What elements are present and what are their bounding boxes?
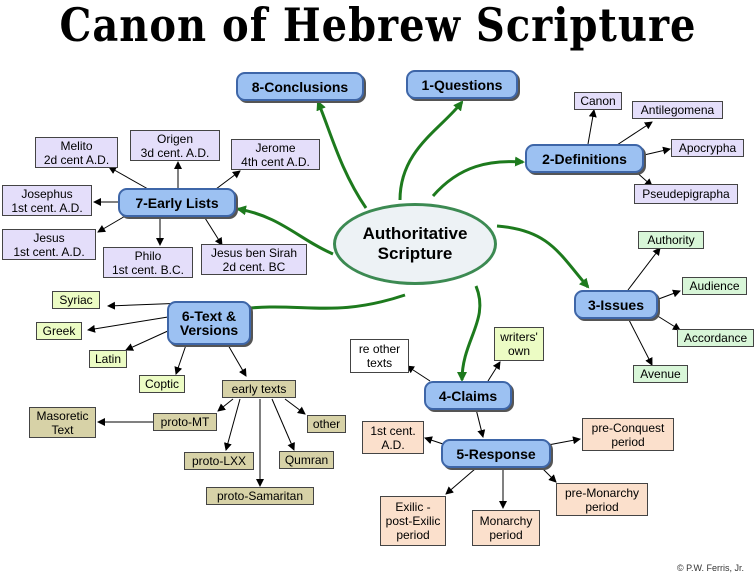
claim-other-texts[interactable]: re other texts [350, 339, 409, 373]
early-texts[interactable]: early texts [222, 380, 296, 398]
list-josephus[interactable]: Josephus 1st cent. A.D. [2, 185, 92, 216]
issue-accordance[interactable]: Accordance [677, 329, 754, 347]
definition-canon[interactable]: Canon [574, 92, 622, 110]
definition-pseudepigrapha[interactable]: Pseudepigrapha [634, 184, 738, 204]
questions-node[interactable]: 1-Questions [406, 70, 518, 99]
response-node[interactable]: 5-Response [441, 439, 551, 468]
definition-antilegomena[interactable]: Antilegomena [632, 101, 723, 119]
list-origen[interactable]: Origen 3d cent. A.D. [130, 130, 220, 161]
issue-avenue[interactable]: Avenue [633, 365, 688, 383]
issues-node[interactable]: 3-Issues [574, 290, 658, 319]
central-concept-node[interactable]: Authoritative Scripture [333, 203, 497, 285]
claims-node[interactable]: 4-Claims [424, 381, 512, 410]
response-exilic[interactable]: Exilic - post-Exilic period [380, 496, 446, 546]
list-jerome[interactable]: Jerome 4th cent A.D. [231, 139, 320, 170]
version-coptic[interactable]: Coptic [139, 375, 185, 393]
definitions-node[interactable]: 2-Definitions [525, 144, 644, 173]
list-philo[interactable]: Philo 1st cent. B.C. [103, 247, 193, 278]
text-other[interactable]: other [307, 415, 346, 433]
text-versions-node[interactable]: 6-Text & Versions [167, 301, 251, 345]
issue-audience[interactable]: Audience [682, 277, 747, 295]
definition-apocrypha[interactable]: Apocrypha [671, 139, 744, 157]
text-proto-samaritan[interactable]: proto-Samaritan [206, 487, 314, 505]
version-latin[interactable]: Latin [89, 350, 127, 368]
response-1st-cent[interactable]: 1st cent. A.D. [362, 421, 424, 454]
diagram-title: Canon of Hebrew Scripture [59, 0, 697, 53]
version-greek[interactable]: Greek [36, 322, 82, 340]
list-melito[interactable]: Melito 2d cent A.D. [35, 137, 118, 168]
author-credit: © P.W. Ferris, Jr. [677, 563, 744, 573]
response-pre-monarchy[interactable]: pre-Monarchy period [556, 483, 648, 516]
text-proto-lxx[interactable]: proto-LXX [184, 452, 254, 470]
text-masoretic[interactable]: Masoretic Text [29, 407, 96, 438]
version-syriac[interactable]: Syriac [52, 291, 100, 309]
text-qumran[interactable]: Qumran [279, 451, 334, 469]
list-ben-sirah[interactable]: Jesus ben Sirah 2d cent. BC [201, 244, 307, 275]
response-pre-conquest[interactable]: pre-Conquest period [582, 418, 674, 451]
issue-authority[interactable]: Authority [638, 231, 704, 249]
claim-writers-own[interactable]: writers' own [494, 327, 544, 361]
response-monarchy[interactable]: Monarchy period [472, 510, 540, 546]
early-lists-node[interactable]: 7-Early Lists [118, 188, 236, 217]
conclusions-node[interactable]: 8-Conclusions [236, 72, 364, 101]
text-proto-mt[interactable]: proto-MT [153, 413, 217, 431]
list-jesus[interactable]: Jesus 1st cent. A.D. [2, 229, 96, 260]
